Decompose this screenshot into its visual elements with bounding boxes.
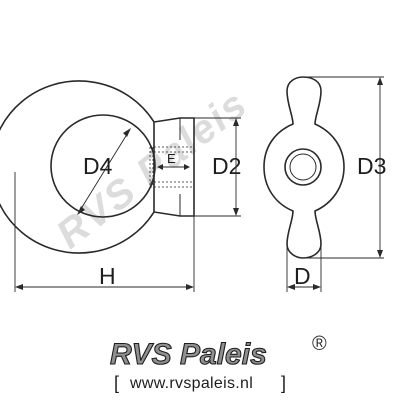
d2-arrow-bottom <box>233 208 239 216</box>
logo-bracket-open: [ <box>114 373 119 393</box>
side-view: D4 E D2 H <box>0 80 241 292</box>
h-label: H <box>99 263 116 289</box>
d2-label: D2 <box>212 153 241 179</box>
e-arrow-left <box>157 164 163 170</box>
ring-outer-contour <box>0 80 155 254</box>
ring-inner-hole <box>50 114 156 218</box>
logo-url: www.rvspaleis.nl <box>129 375 253 392</box>
d-arrow-right <box>313 284 321 290</box>
brand-logo: RVS Paleis ® [ www.rvspaleis.nl ] <box>109 333 327 393</box>
h-arrow-right <box>186 284 194 290</box>
wing-bore-inner <box>289 153 317 181</box>
wing-bore-outer <box>284 148 322 186</box>
d4-arrow-bottom <box>77 206 85 215</box>
d4-dimension-line <box>78 130 130 213</box>
d3-arrow-top <box>377 77 383 85</box>
d-label: D <box>294 263 311 289</box>
logo-name: RVS Paleis <box>110 338 267 371</box>
e-arrow-right <box>184 164 190 170</box>
d-arrow-left <box>287 284 295 290</box>
front-view: D3 D <box>263 76 386 292</box>
d3-label: D3 <box>357 153 386 179</box>
logo-bracket-close: ] <box>281 373 286 393</box>
d4-arrow-top <box>123 128 131 137</box>
d4-label: D4 <box>83 153 113 179</box>
logo-registered-mark: ® <box>312 333 327 355</box>
d2-arrow-top <box>233 118 239 126</box>
e-label: E <box>167 151 176 166</box>
h-arrow-left <box>15 284 23 290</box>
d3-arrow-bottom <box>377 250 383 258</box>
wing-profile <box>263 76 345 259</box>
